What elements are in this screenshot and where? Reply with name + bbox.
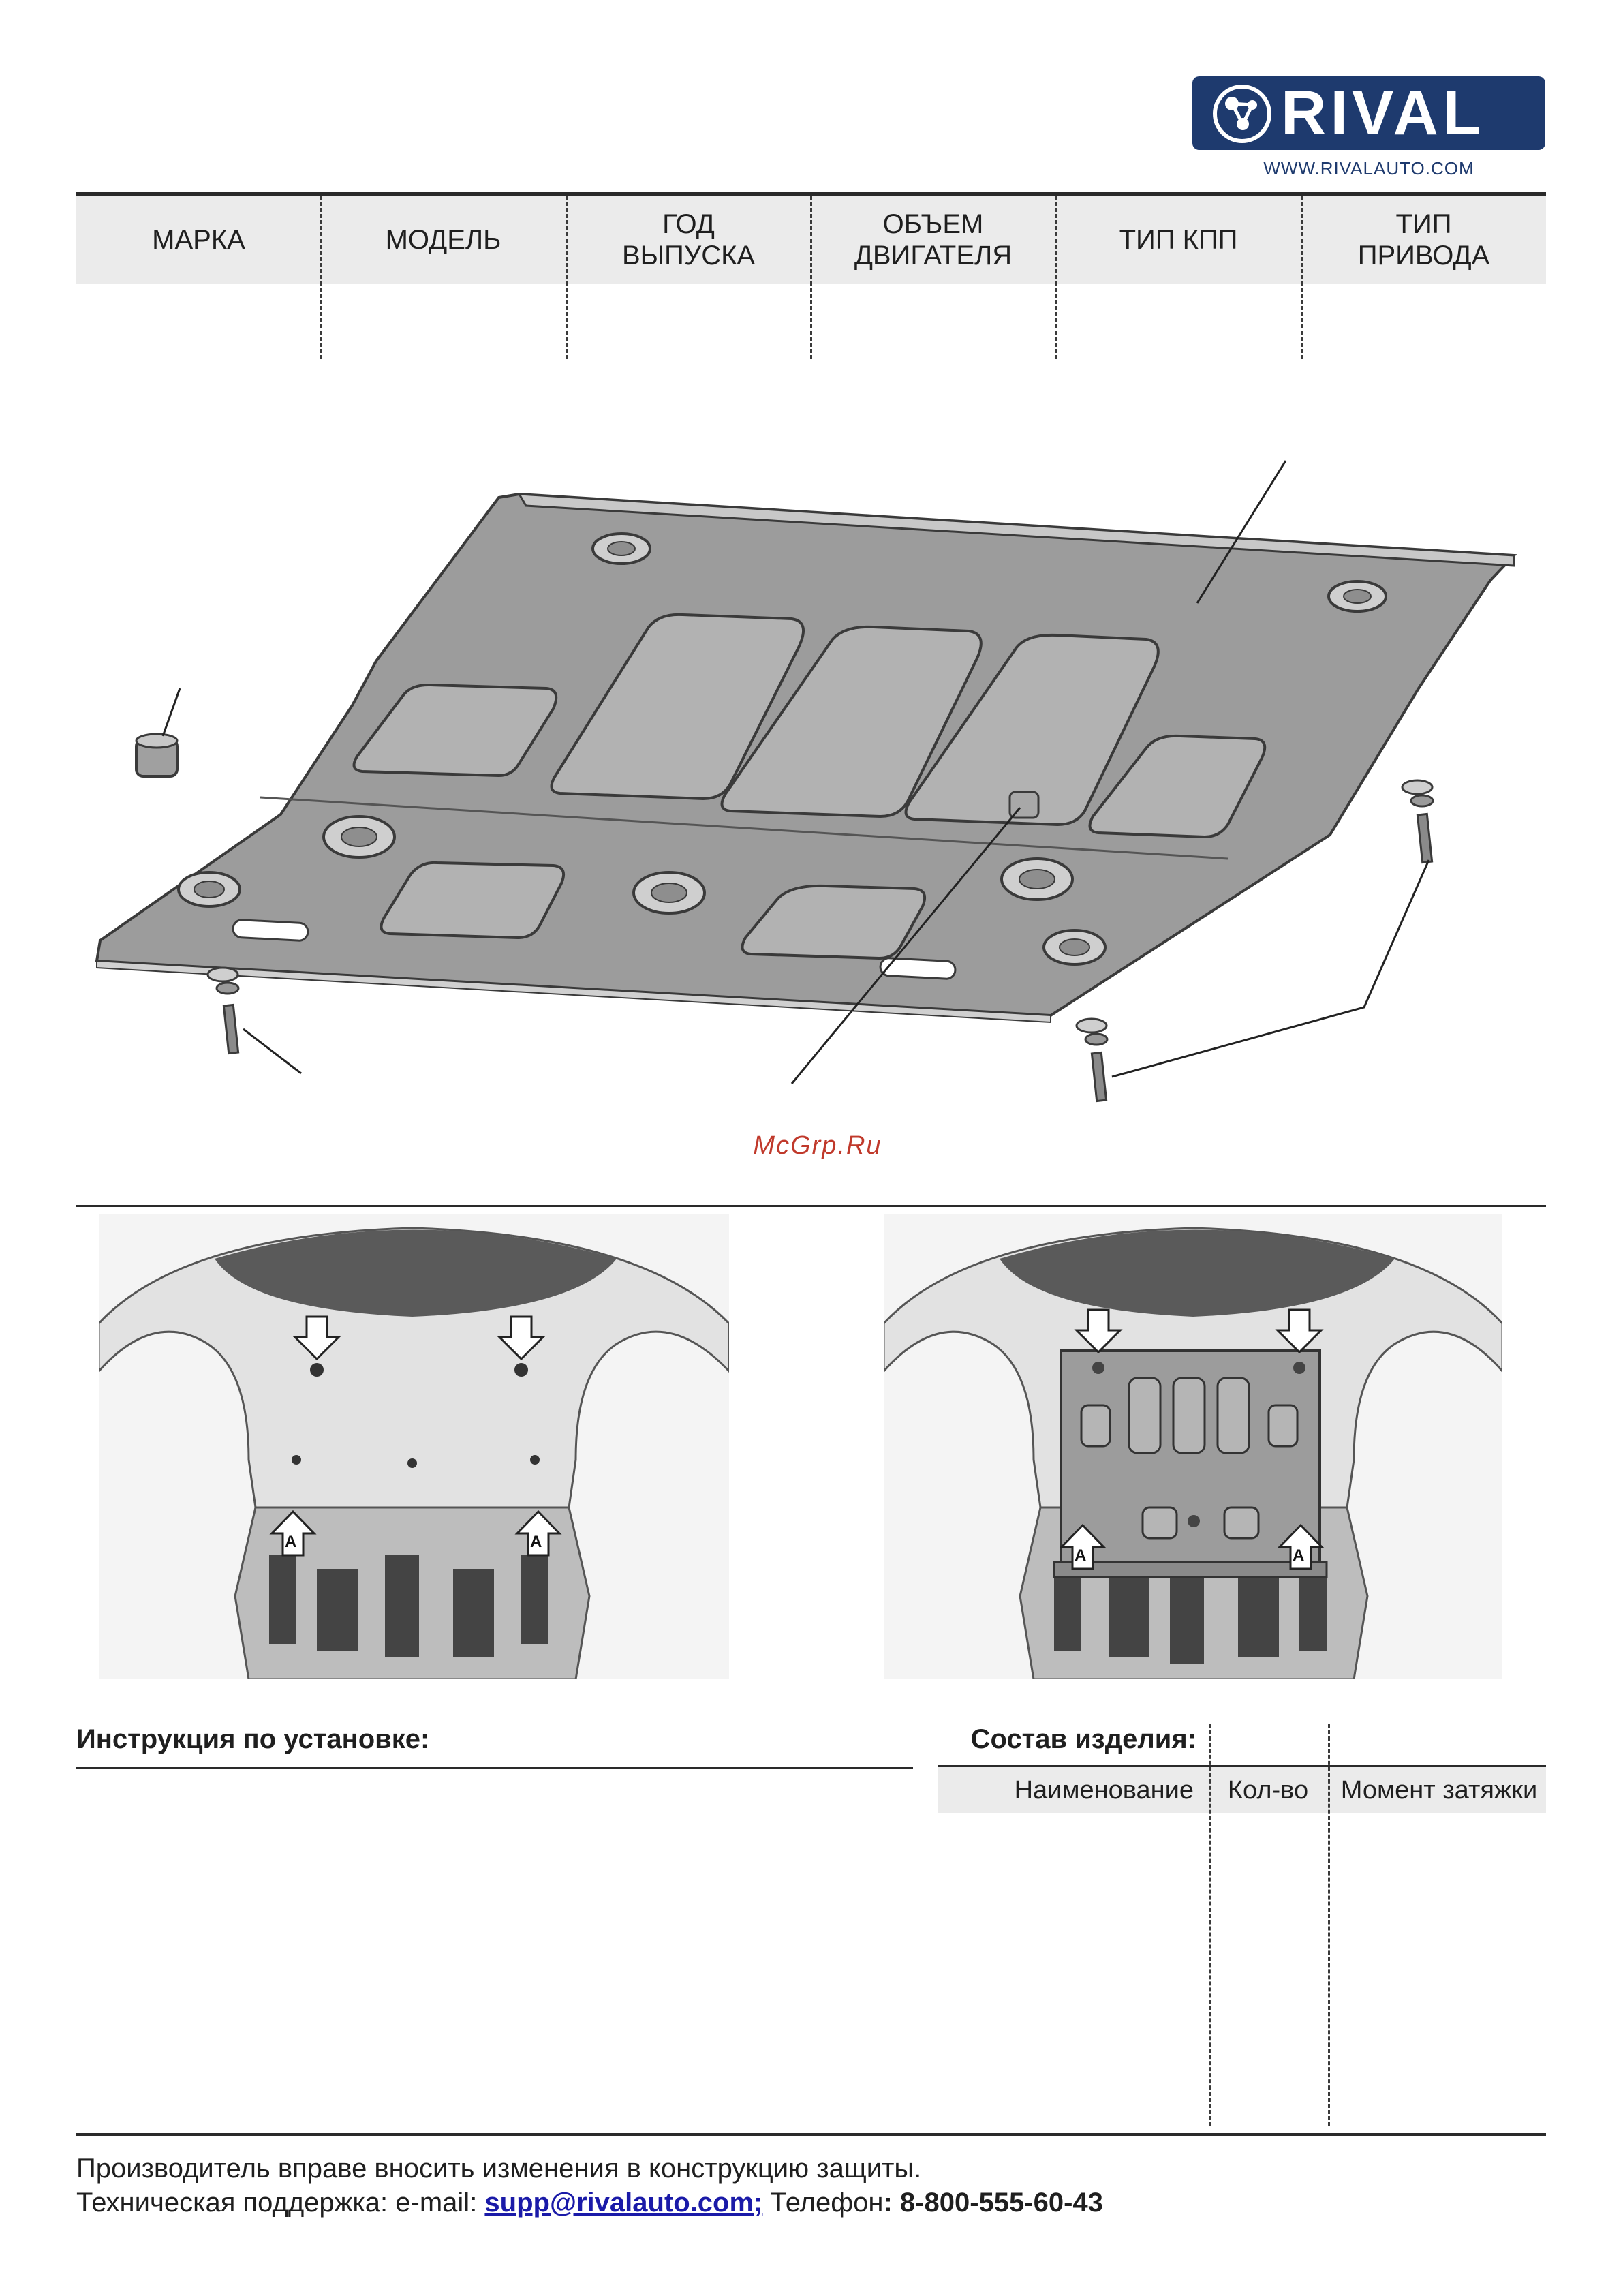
underbody-before-photo: A A [99,1214,729,1679]
spec-col-drive: ТИП ПРИВОДА [1357,209,1490,271]
parts-table-header [938,1767,1546,1813]
spec-divider [1301,196,1303,359]
parts-divider [1328,1724,1330,2126]
support-phone: : 8-800-555-60-43 [883,2188,1103,2218]
arrow-label-a: A [530,1533,542,1551]
watermark: McGrp.Ru [753,1131,882,1160]
brand-url[interactable]: WWW.RIVALAUTO.COM [1263,158,1474,179]
support-email-link[interactable]: supp@rivalauto.com [484,2188,754,2218]
phone-label: Телефон [762,2188,884,2218]
parts-col-qty: Кол-во [1227,1775,1309,1805]
spec-divider [810,196,812,359]
support-label: Техническая поддержка: e-mail: [76,2188,485,2218]
parts-title: Состав изделия: [970,1724,1196,1754]
spec-col-make: МАРКА [152,225,245,255]
spec-col-model: МОДЕЛЬ [385,225,501,255]
brand-name: RIVAL [1281,78,1485,148]
spec-table-top-rule [76,192,1546,196]
spec-divider [1055,196,1057,359]
parts-col-torque: Момент затяжки [1340,1775,1538,1805]
skid-plate-diagram [95,460,1517,1103]
spec-divider [320,196,322,359]
footer-support: Техническая поддержка: e-mail: supp@riva… [76,2188,1103,2218]
parts-rule [938,1765,1546,1767]
parts-col-name: Наименование [1014,1775,1194,1805]
arrow-label-a: A [1293,1546,1304,1565]
arrow-label-a: A [285,1533,296,1551]
arrow-label-a: A [1075,1546,1086,1565]
rival-logo-mark-icon [1213,85,1271,143]
section-divider [76,1205,1546,1207]
footer-rule [76,2133,1546,2136]
instructions-rule [76,1767,913,1769]
parts-divider [1209,1724,1211,2126]
spec-col-year: ГОД ВЫПУСКА [621,209,756,271]
underbody-after-photo: A A [884,1214,1502,1679]
spec-col-engine: ОБЪЕМ ДВИГАТЕЛЯ [854,209,1013,271]
email-suffix: ; [754,2188,763,2218]
spec-divider [566,196,568,359]
spec-col-gearbox: ТИП КПП [1119,225,1238,255]
footer-disclaimer: Производитель вправе вносить изменения в… [76,2154,922,2184]
instructions-title: Инструкция по установке: [76,1724,430,1754]
